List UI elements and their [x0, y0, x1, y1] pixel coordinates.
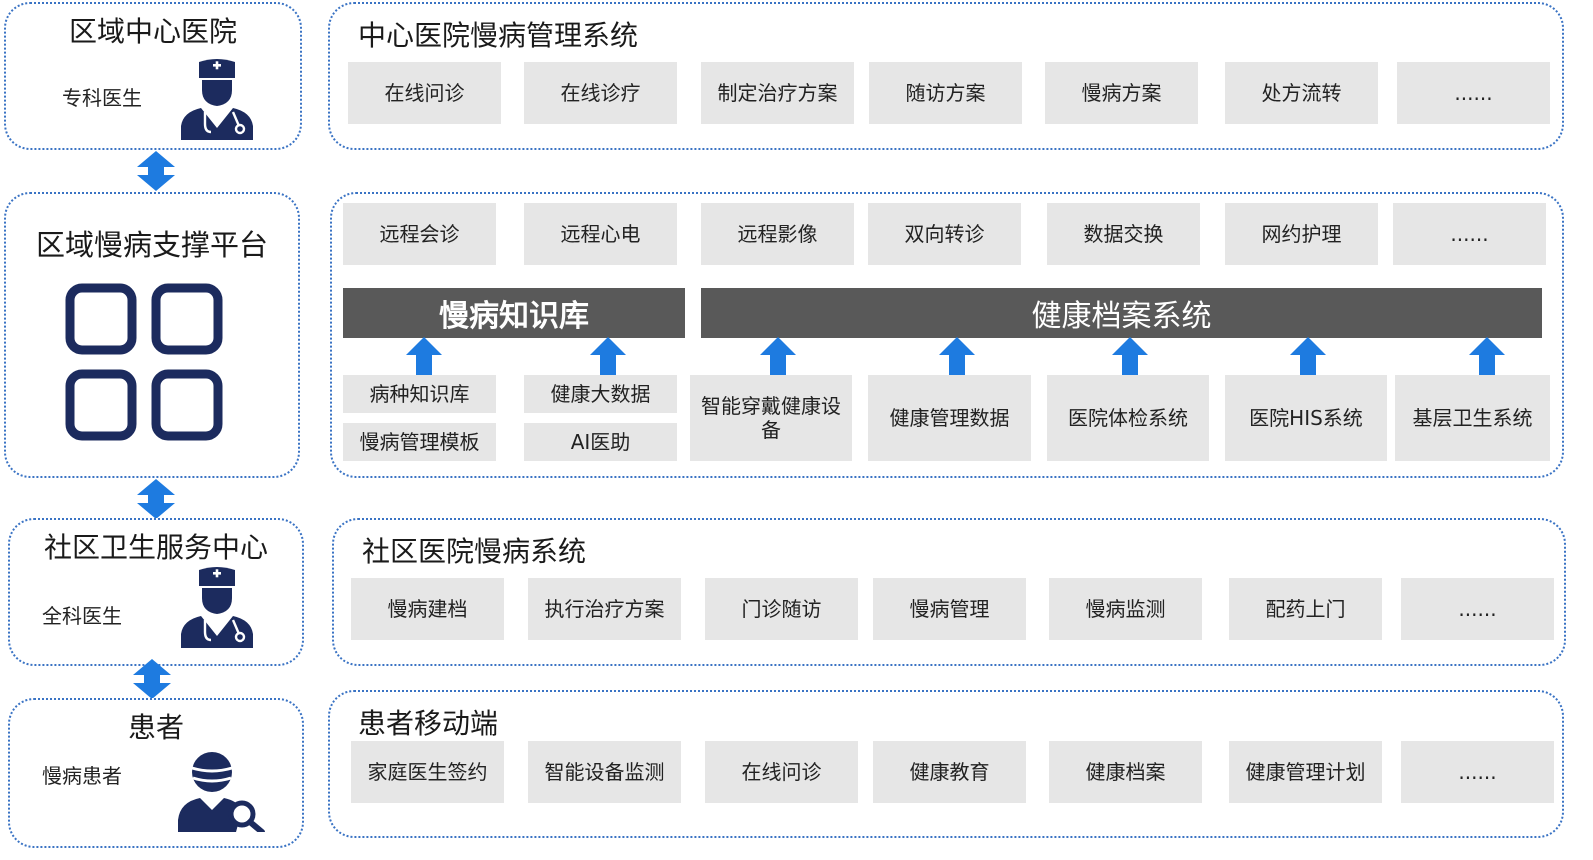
archive-item: 智能穿戴健康设备 [690, 375, 852, 461]
hospital-title: 区域中心医院 [68, 15, 237, 48]
knowledge-item: 健康大数据 [524, 375, 677, 413]
doctor-icon [176, 564, 258, 648]
community-item: 慢病管理 [873, 578, 1026, 640]
platform-title: 区域慢病支撑平台 [35, 228, 268, 262]
community-item: 慢病监测 [1049, 578, 1202, 640]
service-item: 数据交换 [1047, 203, 1200, 265]
archive-item: 健康管理数据 [868, 375, 1031, 461]
up-arrow-icon [1112, 337, 1148, 377]
health-archive-bar: 健康档案系统 [701, 288, 1542, 338]
service-item: 网约护理 [1225, 203, 1378, 265]
community-item: ...... [1401, 578, 1554, 640]
platform-panel: 区域慢病支撑平台 [4, 192, 300, 478]
service-item: 远程影像 [701, 203, 854, 265]
community-title: 社区卫生服务中心 [43, 531, 268, 564]
mobile-item: 智能设备监测 [528, 741, 681, 803]
four-squares-icon [65, 283, 223, 441]
mobile-item: 在线问诊 [705, 741, 858, 803]
central-item: 在线问诊 [348, 62, 501, 124]
central-item: 处方流转 [1225, 62, 1378, 124]
archive-item: 医院体检系统 [1047, 375, 1209, 461]
community-panel: 社区卫生服务中心 全科医生 [8, 518, 304, 666]
central-item: 在线诊疗 [524, 62, 677, 124]
archive-item: 基层卫生系统 [1395, 375, 1550, 461]
mobile-item: 健康教育 [873, 741, 1026, 803]
up-arrow-icon [1290, 337, 1326, 377]
central-system-title: 中心医院慢病管理系统 [358, 19, 639, 52]
patient-panel: 患者 慢病患者 [8, 698, 304, 848]
service-item: 双向转诊 [868, 203, 1021, 265]
patient-search-icon [176, 748, 266, 832]
community-item: 配药上门 [1229, 578, 1382, 640]
central-item: 慢病方案 [1045, 62, 1198, 124]
central-item: ...... [1397, 62, 1550, 124]
mobile-item: ...... [1401, 741, 1554, 803]
up-arrow-icon [760, 337, 796, 377]
knowledge-item: AI医助 [524, 423, 677, 461]
up-arrow-icon [406, 337, 442, 377]
community-item: 慢病建档 [351, 578, 504, 640]
community-system-title: 社区医院慢病系统 [362, 535, 587, 568]
up-arrow-icon [939, 337, 975, 377]
service-item: 远程心电 [524, 203, 677, 265]
knowledge-item: 慢病管理模板 [343, 423, 496, 461]
patient-label: 慢病患者 [42, 764, 122, 788]
knowledge-item: 病种知识库 [343, 375, 496, 413]
double-arrow-icon [135, 150, 177, 192]
double-arrow-icon [131, 658, 173, 700]
service-item: ...... [1393, 203, 1546, 265]
mobile-item: 健康档案 [1049, 741, 1202, 803]
mobile-item: 健康管理计划 [1229, 741, 1382, 803]
mobile-system-title: 患者移动端 [358, 707, 499, 740]
up-arrow-icon [1469, 337, 1505, 377]
patient-title: 患者 [127, 711, 184, 744]
knowledge-base-bar: 慢病知识库 [343, 288, 685, 338]
central-item: 随访方案 [869, 62, 1022, 124]
archive-item: 医院HIS系统 [1225, 375, 1387, 461]
specialist-label: 专科医生 [62, 86, 142, 110]
double-arrow-icon [135, 478, 177, 520]
central-item: 制定治疗方案 [701, 62, 854, 124]
community-item: 执行治疗方案 [528, 578, 681, 640]
community-item: 门诊随访 [705, 578, 858, 640]
mobile-item: 家庭医生签约 [351, 741, 504, 803]
doctor-icon [176, 56, 258, 140]
gp-label: 全科医生 [42, 604, 122, 628]
hospital-panel: 区域中心医院 专科医生 [4, 2, 302, 150]
service-item: 远程会诊 [343, 203, 496, 265]
up-arrow-icon [590, 337, 626, 377]
